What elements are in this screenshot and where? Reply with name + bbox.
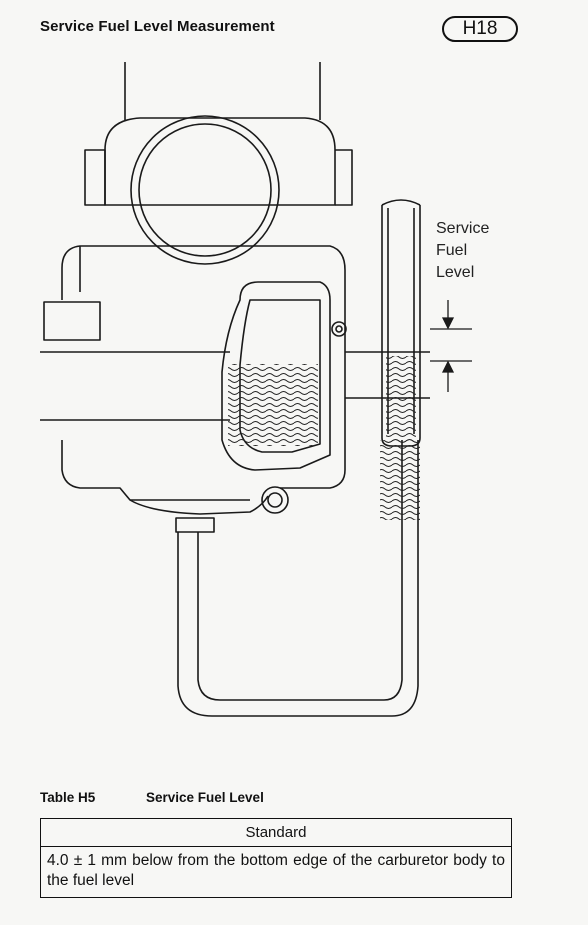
carburetor-illustration: [40, 62, 472, 717]
callout-line-2: Fuel: [436, 242, 468, 259]
spec-table-value: 4.0 ± 1 mm below from the bottom edge of…: [47, 852, 505, 889]
service-fuel-level-callout: Service Fuel Level: [436, 218, 489, 284]
callout-line-1: Service: [436, 220, 490, 237]
spec-table: Standard 4.0 ± 1 mm below from the botto…: [40, 818, 512, 898]
page-code-badge: H18: [442, 16, 518, 42]
table-number: Table H5: [40, 790, 96, 805]
table-caption: Table H5 Service Fuel Level: [40, 790, 264, 805]
table-title: Service Fuel Level: [146, 790, 264, 805]
page-header-title: Service Fuel Level Measurement: [40, 18, 275, 35]
callout-line-3: Level: [436, 264, 475, 281]
spec-table-header: Standard: [41, 819, 511, 847]
